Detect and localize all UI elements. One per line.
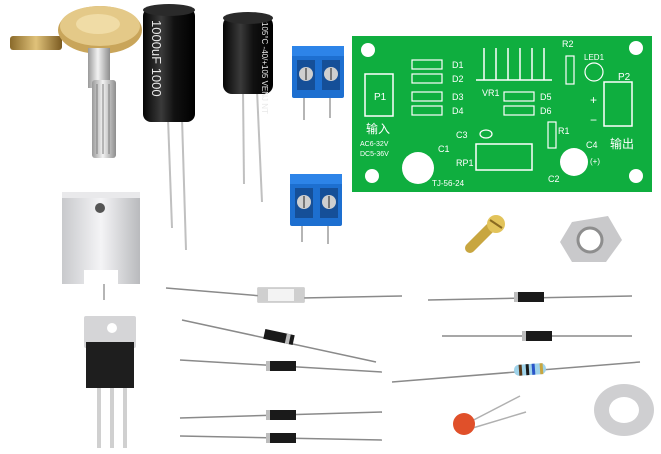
machine-screw xyxy=(465,215,505,253)
pcb-label-p1: P1 xyxy=(374,92,387,103)
diode-6 xyxy=(442,331,632,341)
capacitor-small-marking: 105°C -40/+105 VENJ NT xyxy=(260,22,269,114)
resistor xyxy=(391,361,641,383)
pcb-label-r1: R1 xyxy=(558,126,570,136)
pcb-label-c4-plus: (+) xyxy=(590,157,600,166)
pcb-label-d2: D2 xyxy=(452,74,464,84)
pcb-label-d6: D6 xyxy=(540,106,552,116)
voltage-regulator-to220 xyxy=(84,316,136,448)
screw-terminal-top xyxy=(292,46,344,120)
pcb-label-c2: C2 xyxy=(548,174,560,184)
pcb-label-c1: C1 xyxy=(438,144,450,154)
pcb-label-ac-range: AC6-32V xyxy=(360,141,389,148)
ceramic-capacitor xyxy=(453,395,527,435)
pcb-label-vr1: VR1 xyxy=(482,88,500,98)
pcb-label-d3: D3 xyxy=(452,92,464,102)
pcb-label-input: 输入 xyxy=(366,121,390,136)
diode-1 xyxy=(181,319,377,363)
pcb-label-minus: − xyxy=(590,113,597,127)
pcb-label-d5: D5 xyxy=(540,92,552,102)
aluminum-heatsink xyxy=(62,192,140,300)
capacitor-large-marking: 1000uF 1000 xyxy=(149,20,164,97)
pcb-diode-footprints-left xyxy=(411,59,443,116)
electrolytic-capacitor-large: 1000uF 1000 xyxy=(143,4,195,251)
pcb-label-r2: R2 xyxy=(562,39,574,49)
pcb-label-plus: + xyxy=(590,93,597,107)
pcb-label-led1: LED1 xyxy=(584,53,605,62)
potentiometer xyxy=(10,6,142,158)
glass-fuse xyxy=(165,287,403,303)
pcb-label-dc-range: DC5-36V xyxy=(360,151,389,158)
diode-2 xyxy=(179,359,383,373)
pcb-label-output: 输出 xyxy=(610,136,634,151)
diode-4 xyxy=(179,433,383,443)
pcb-label-model: TJ-56-24 xyxy=(432,179,465,188)
diode-5 xyxy=(427,292,633,302)
pcb-label-c4: C4 xyxy=(586,140,598,150)
hex-nut xyxy=(560,216,622,262)
pcb-heatsink-outline xyxy=(476,48,552,81)
electrolytic-capacitor-small: 105°C -40/+105 VENJ NT xyxy=(223,12,273,203)
diode-3 xyxy=(179,410,383,420)
pcb-board: P1 输入 AC6-32V DC5-36V D1 D2 D3 D4 VR1 D xyxy=(352,36,652,192)
pcb-label-d1: D1 xyxy=(452,60,464,70)
pcb-label-rp1: RP1 xyxy=(456,158,474,168)
pcb-label-c3: C3 xyxy=(456,130,468,140)
flat-washer xyxy=(594,384,654,436)
pcb-label-d4: D4 xyxy=(452,106,464,116)
pcb-label-p2: P2 xyxy=(618,72,631,83)
screw-terminal-middle xyxy=(290,174,342,244)
